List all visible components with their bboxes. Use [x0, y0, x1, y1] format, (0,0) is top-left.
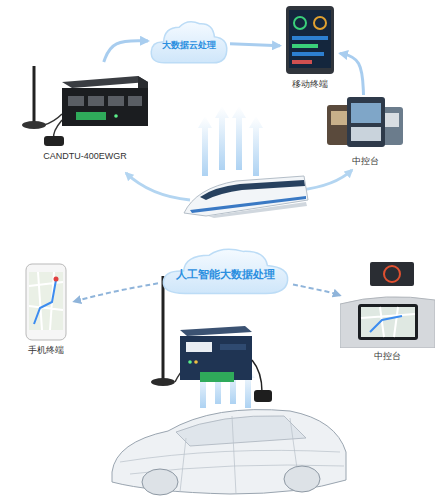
tablet-body — [286, 6, 334, 74]
map-roads — [29, 272, 63, 330]
flow-arrow — [293, 285, 340, 296]
flow-arc — [300, 170, 352, 190]
node-label: 移动终端 — [280, 79, 340, 90]
port — [128, 96, 142, 106]
tablet-picture — [280, 4, 340, 76]
car-window — [176, 416, 306, 446]
phone-body — [26, 264, 66, 340]
device-picture — [20, 62, 150, 148]
console2-picture — [340, 262, 435, 348]
terminal-block — [200, 372, 234, 382]
dashboard — [340, 297, 435, 348]
map-pin — [54, 277, 59, 282]
text-group: CANDTU-400EWGR — [20, 151, 150, 162]
cloud-title: 人工智能大数据处理 — [158, 268, 293, 281]
port — [68, 96, 84, 106]
cable — [252, 360, 262, 392]
device-top — [62, 76, 148, 88]
port — [108, 96, 124, 106]
nav-screen — [361, 307, 415, 337]
text-group: 手机终端 — [18, 345, 74, 356]
led — [114, 114, 118, 118]
device-node: 中控台 — [340, 262, 435, 362]
up-arrow — [232, 106, 246, 170]
device-node: 中控台 — [325, 95, 405, 167]
device-node: 移动终端 — [280, 4, 340, 90]
flow-arrow — [104, 41, 148, 62]
node-label: 手机终端 — [18, 345, 74, 356]
flow-arc — [126, 173, 190, 200]
antenna — [162, 276, 165, 380]
flow-arrow — [230, 44, 280, 46]
terminal-block — [76, 112, 106, 120]
port — [88, 96, 104, 106]
gauge — [294, 17, 306, 29]
gps-puck — [254, 390, 272, 402]
gateway-device — [151, 276, 272, 402]
text-group: 中控台 — [340, 351, 435, 362]
tablet-screen — [289, 10, 331, 68]
wheel — [142, 469, 178, 495]
device-node: CANDTU-400EWGR — [20, 62, 150, 162]
antenna-base — [151, 378, 175, 386]
map-roads — [361, 307, 415, 337]
up-arrow — [249, 116, 263, 176]
screen-frame — [358, 304, 418, 340]
train-window — [200, 180, 305, 200]
cable — [54, 120, 62, 138]
gps-puck — [44, 136, 64, 146]
device-port — [220, 344, 246, 350]
train-body — [184, 176, 308, 216]
bar — [292, 60, 312, 64]
car — [112, 410, 346, 495]
node-label: 中控台 — [340, 351, 435, 362]
cloud-title: 大数据云处理 — [148, 40, 230, 51]
text-group: 中控台 — [325, 156, 405, 167]
bar — [292, 52, 324, 56]
device-front — [62, 88, 148, 126]
flow-arrow — [74, 283, 158, 301]
car-body — [112, 410, 346, 494]
bar — [292, 44, 318, 48]
upload-arrows — [198, 106, 263, 176]
photo-detail — [351, 103, 381, 123]
photo-detail — [351, 127, 381, 141]
cloud-node: 人工智能大数据处理 — [158, 243, 293, 299]
antenna-base — [22, 121, 46, 129]
cloud-node: 大数据云处理 — [148, 16, 230, 68]
text-group: 移动终端 — [280, 79, 340, 90]
device-node: 手机终端 — [18, 262, 74, 356]
antenna — [33, 66, 36, 122]
up-arrow — [198, 116, 212, 176]
car-mesh — [120, 416, 344, 494]
train-skirt — [208, 202, 307, 218]
train — [184, 176, 308, 218]
gauge — [384, 266, 400, 282]
console-picture — [325, 95, 405, 153]
node-label: 中控台 — [325, 156, 405, 167]
phone-screen — [29, 272, 63, 330]
phone-picture — [18, 262, 74, 342]
text-group: 人工智能大数据处理 — [158, 243, 293, 299]
gauge-screen — [370, 262, 414, 286]
device-plate — [186, 342, 212, 352]
photo — [347, 97, 385, 147]
led — [188, 360, 192, 364]
led — [194, 360, 198, 364]
device-top — [180, 326, 252, 336]
bar — [292, 36, 328, 40]
gauge — [314, 17, 326, 29]
route — [370, 316, 402, 332]
route — [34, 280, 56, 324]
node-label: CANDTU-400EWGR — [20, 151, 150, 162]
text-group: 大数据云处理 — [148, 16, 230, 68]
flow-arrow — [340, 53, 364, 95]
up-arrow — [215, 106, 229, 170]
wheel — [284, 466, 320, 492]
